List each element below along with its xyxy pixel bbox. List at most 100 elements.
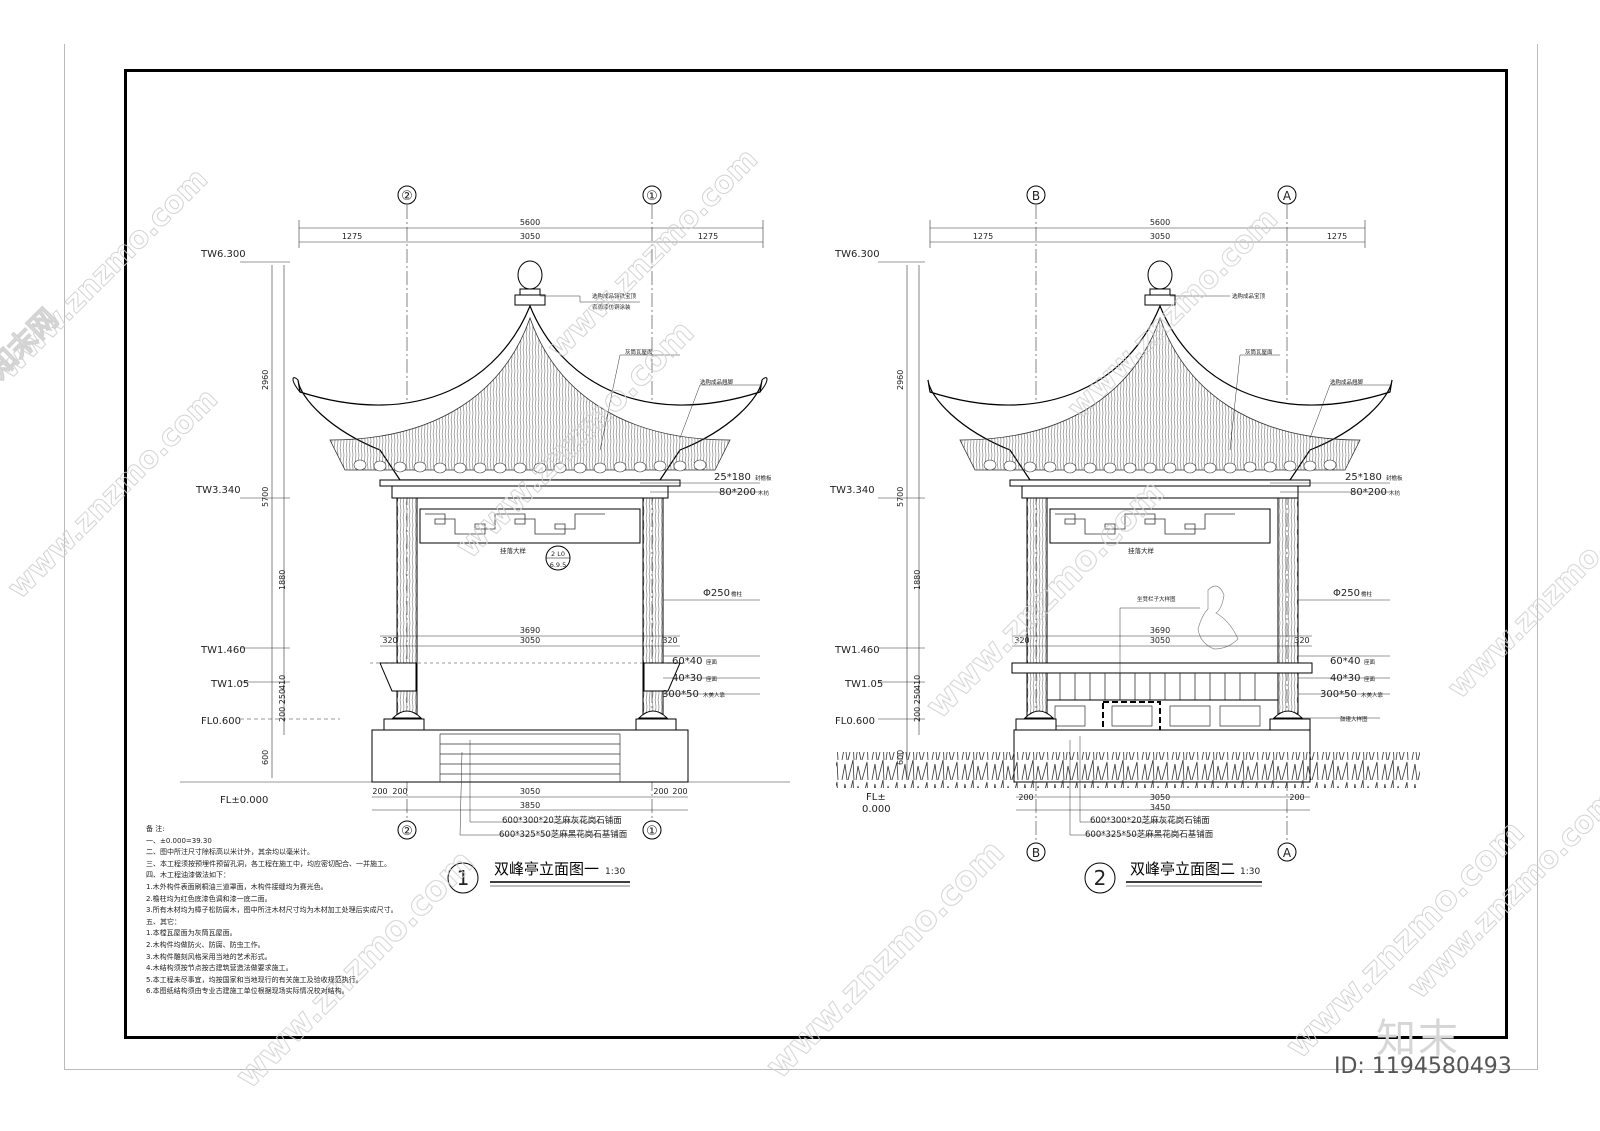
dim-mid: 3050 <box>520 232 540 241</box>
svg-text:TW3.340: TW3.340 <box>829 485 875 496</box>
vdim-base: 200 250 <box>278 689 287 722</box>
svg-text:TW1.460: TW1.460 <box>834 645 880 656</box>
svg-text:鼓磴大样图: 鼓磴大样图 <box>1340 715 1368 723</box>
vdim-column: 1880 <box>278 570 287 590</box>
svg-text:座面: 座面 <box>706 658 718 666</box>
svg-text:320: 320 <box>1014 636 1029 645</box>
svg-text:FL0.600: FL0.600 <box>835 716 875 727</box>
svg-text:封檐板: 封檐板 <box>755 474 772 482</box>
level-rail: TW1.460 <box>200 645 246 656</box>
svg-text:木美人靠: 木美人靠 <box>703 691 726 699</box>
plinth <box>371 729 689 783</box>
svg-text:选购成品翘脚: 选购成品翘脚 <box>1330 378 1364 386</box>
svg-text:檐柱: 檐柱 <box>731 590 743 598</box>
svg-text:5700: 5700 <box>896 487 905 507</box>
svg-text:座面: 座面 <box>1364 658 1376 666</box>
label-lattice: 挂落大样 <box>500 546 527 555</box>
svg-text:挂落大样: 挂落大样 <box>1128 546 1155 555</box>
svg-text:200: 200 <box>1018 793 1033 802</box>
dim-side-left: 1275 <box>342 232 362 241</box>
axis-bubble-left-top <box>397 185 417 205</box>
svg-text:3050: 3050 <box>520 636 540 645</box>
axis-label-right-bottom: ① <box>646 824 658 839</box>
svg-text:600*325*50芝麻黑花岗石基铺面: 600*325*50芝麻黑花岗石基铺面 <box>499 829 628 840</box>
svg-text:200: 200 <box>1289 793 1304 802</box>
title-2: 双峰亭立面图二 <box>1130 860 1235 878</box>
vdim-plinth: 600 <box>261 750 270 765</box>
svg-text:灰筒瓦屋面: 灰筒瓦屋面 <box>625 348 653 356</box>
svg-text:320: 320 <box>1294 636 1309 645</box>
svg-text:60*40: 60*40 <box>672 656 702 667</box>
svg-text:木枋: 木枋 <box>1389 489 1401 497</box>
drawing-frame <box>124 69 1508 1039</box>
axis-label-right-top: ① <box>646 189 658 204</box>
svg-text:3690: 3690 <box>1150 626 1170 635</box>
roof-tiles <box>329 316 731 471</box>
vdim-roof: 2960 <box>261 370 270 390</box>
svg-text:1275: 1275 <box>973 232 993 241</box>
title-bubble-2 <box>1084 862 1116 894</box>
svg-text:3850: 3850 <box>520 801 540 810</box>
svg-text:表面漆仿铜涂装: 表面漆仿铜涂装 <box>592 303 631 311</box>
vdim-rail: 410 <box>278 675 287 690</box>
svg-text:Φ250: Φ250 <box>703 588 730 599</box>
svg-text:3050: 3050 <box>1150 636 1170 645</box>
svg-text:600*325*50芝麻黑花岗石基铺面: 600*325*50芝麻黑花岗石基铺面 <box>1085 829 1214 840</box>
svg-text:3450: 3450 <box>1150 803 1170 812</box>
svg-text:3690: 3690 <box>520 626 540 635</box>
svg-text:坐凳栏子大样图: 坐凳栏子大样图 <box>1137 595 1176 603</box>
finial <box>517 260 543 290</box>
svg-text:200: 200 <box>372 787 387 796</box>
svg-text:3050: 3050 <box>520 787 540 796</box>
svg-text:3050: 3050 <box>1150 232 1170 241</box>
brand-logo: 知末 <box>1376 1016 1460 1062</box>
svg-text:300*50: 300*50 <box>662 689 699 700</box>
svg-text:80*200: 80*200 <box>719 487 756 498</box>
svg-text:300*50: 300*50 <box>1320 689 1357 700</box>
image-id: ID: 1194580493 <box>1334 1054 1512 1079</box>
svg-text:FL±: FL± <box>866 792 886 803</box>
axis-bubble-right-top <box>642 185 662 205</box>
svg-text:5600: 5600 <box>1150 218 1170 227</box>
title-bubble-1 <box>447 862 479 894</box>
svg-text:1:30: 1:30 <box>1240 867 1260 877</box>
level-ground: FL±0.000 <box>220 795 268 806</box>
level-top: TW6.300 <box>200 249 246 260</box>
svg-text:25*180: 25*180 <box>714 472 751 483</box>
svg-text:TW1.05: TW1.05 <box>844 679 883 690</box>
grass <box>836 752 1420 788</box>
elevation-1: ② ① ② ① 5600 1275 3050 1275 TW6.300 TW3.… <box>180 185 790 894</box>
svg-text:木枋: 木枋 <box>758 489 770 497</box>
svg-text:2960: 2960 <box>896 370 905 390</box>
svg-text:选购成品铸铁宝顶: 选购成品铸铁宝顶 <box>592 292 637 300</box>
axis-label-left-top: ② <box>401 189 413 204</box>
level-bench: TW1.05 <box>210 679 249 690</box>
axis-bubble-left-bottom <box>397 820 417 840</box>
svg-text:200: 200 <box>672 787 687 796</box>
svg-text:40*30: 40*30 <box>672 673 702 684</box>
axis-label-b-top: B <box>1032 189 1040 203</box>
svg-text:选购成品翘脚: 选购成品翘脚 <box>700 378 734 386</box>
svg-text:60*40: 60*40 <box>1330 656 1360 667</box>
sheet-border <box>64 44 1538 1070</box>
svg-text:600*300*20芝麻灰花岗石铺面: 600*300*20芝麻灰花岗石铺面 <box>502 815 622 826</box>
lattice <box>419 508 641 544</box>
svg-text:木美人靠: 木美人靠 <box>1361 691 1384 699</box>
svg-text:1275: 1275 <box>1327 232 1347 241</box>
svg-text:2 L0: 2 L0 <box>551 550 565 558</box>
vdim-total: 5700 <box>261 487 270 507</box>
svg-text:80*200: 80*200 <box>1350 487 1387 498</box>
axis-label-a-top: A <box>1283 189 1292 203</box>
svg-text:1: 1 <box>457 866 470 890</box>
level-floor: FL0.600 <box>201 716 241 727</box>
svg-text:25*180: 25*180 <box>1345 472 1382 483</box>
svg-text:www.znzmo.com: www.znzmo.com <box>1441 482 1600 706</box>
svg-text:1880: 1880 <box>913 570 922 590</box>
dim-total: 5600 <box>520 218 540 227</box>
svg-text:www.znzmo.com: www.znzmo.com <box>758 832 1012 1086</box>
svg-text:座面: 座面 <box>1364 675 1376 683</box>
svg-text:灰筒瓦屋面: 灰筒瓦屋面 <box>1245 348 1273 356</box>
svg-text:200: 200 <box>392 787 407 796</box>
svg-text:600*300*20芝麻灰花岗石铺面: 600*300*20芝麻灰花岗石铺面 <box>1090 815 1210 826</box>
svg-text:0.000: 0.000 <box>862 804 891 815</box>
